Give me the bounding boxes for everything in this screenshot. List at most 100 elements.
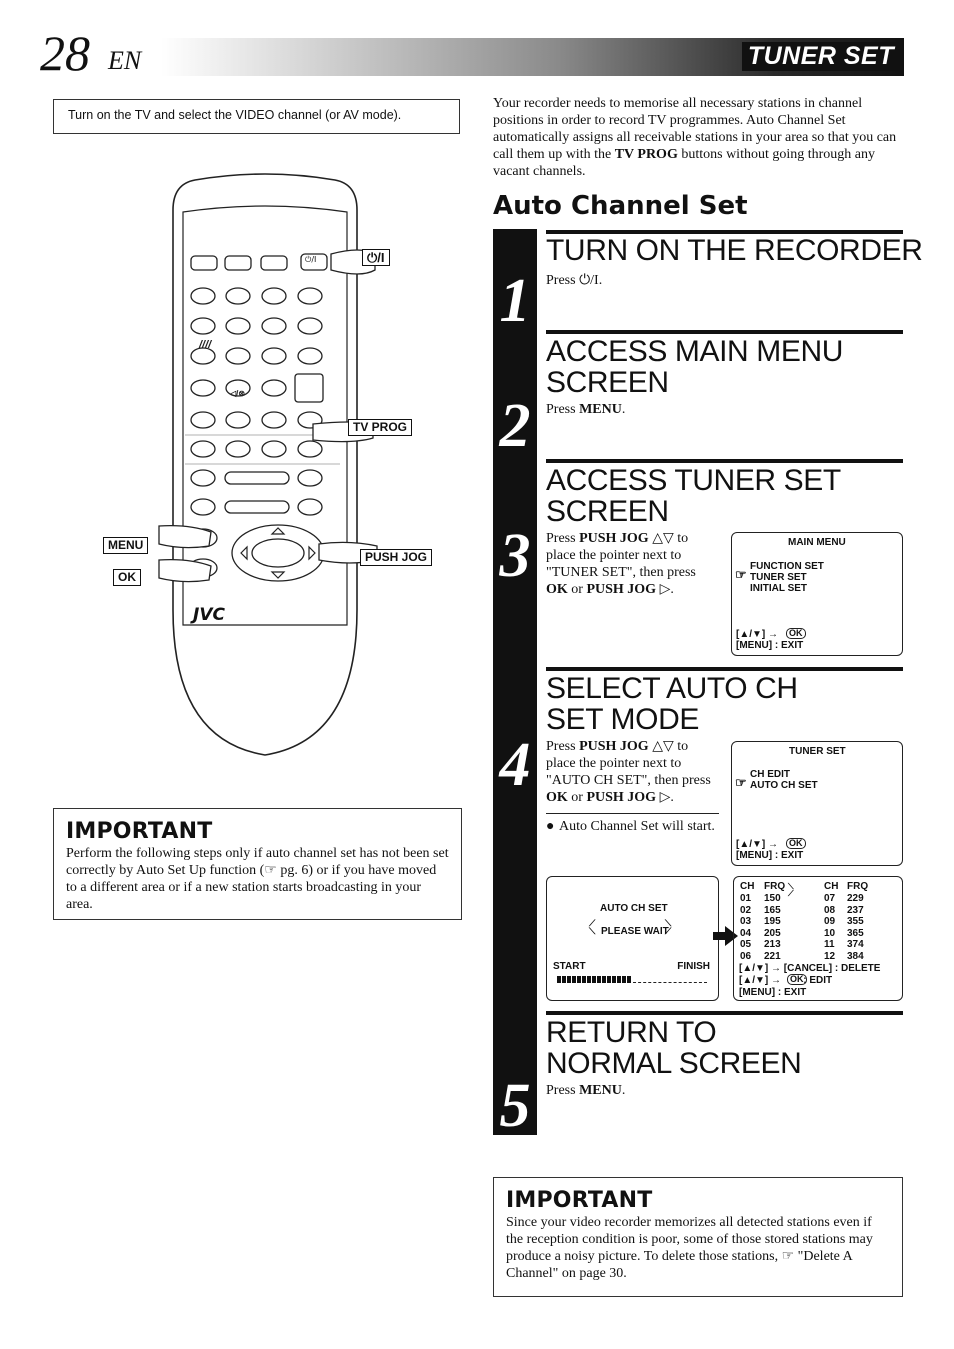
- main-menu-screen: MAIN MENU FUNCTION SET TUNER SET INITIAL…: [731, 532, 903, 656]
- ch-header-left: CH: [740, 881, 755, 892]
- tv-instruction-box: Turn on the TV and select the VIDEO chan…: [53, 99, 460, 134]
- important-title: IMPORTANT: [506, 1188, 653, 1213]
- channel-list-screen: CH FRQ CH FRQ ⟍⟋ 01 150 02 165 03 195 04…: [733, 876, 903, 1001]
- step-5-title: RETURN TO NORMAL SCREEN: [546, 1016, 802, 1080]
- progress-track: [557, 976, 707, 983]
- channel-list-line3: [MENU] : EXIT: [739, 987, 807, 998]
- step-3-title: ACCESS TUNER SET SCREEN: [546, 464, 841, 528]
- ch-row: 06: [740, 950, 752, 962]
- step-1-text: Press ⏻/I.: [546, 273, 603, 288]
- frq-row: 213: [764, 939, 781, 950]
- page-language: EN: [108, 46, 142, 75]
- tuner-set-screen: TUNER SET CH EDIT AUTO CH SET ☞ [▲/▼] → …: [731, 741, 903, 866]
- frq-row: 150: [764, 893, 781, 904]
- frq-row: 195: [764, 916, 781, 927]
- tuner-set-nav-line2: [MENU] : EXIT: [736, 850, 804, 861]
- menu-callout: MENU: [103, 537, 149, 554]
- important-title: IMPORTANT: [66, 819, 213, 844]
- menu-item-function-set: FUNCTION SET: [750, 561, 824, 572]
- step-5-text: Press MENU.: [546, 1083, 626, 1098]
- step-number-strip: 1 2 3 4 5: [493, 229, 537, 1137]
- main-menu-title: MAIN MENU: [788, 537, 846, 548]
- step-1-rule: [546, 230, 903, 234]
- step-2-number: 2: [499, 392, 531, 460]
- frq-header-left: FRQ: [764, 881, 786, 892]
- auto-ch-set-screen: AUTO CH SET PLEASE WAIT ⟋⟍ ⟍⟋ START FINI…: [546, 876, 719, 1001]
- intro-paragraph: Your recorder needs to memorise all nece…: [493, 95, 905, 180]
- ch-row: 04: [740, 927, 752, 939]
- remote-power-label: ⏻/I: [305, 255, 316, 264]
- finish-label: FINISH: [677, 961, 710, 972]
- frq-header-right: FRQ: [847, 881, 869, 892]
- ch-header-right: CH: [824, 881, 839, 892]
- auto-channel-set-heading: Auto Channel Set: [493, 191, 748, 221]
- ok-icon: OK: [787, 974, 807, 985]
- frq-row: 221: [764, 950, 781, 962]
- ch-row: 03: [740, 916, 752, 927]
- tuner-set-title: TUNER SET: [789, 746, 846, 757]
- blink-icon: ⟍⟋: [788, 882, 794, 898]
- frq-row: 374: [847, 939, 864, 950]
- intro-bold: TV PROG: [614, 147, 678, 162]
- ch-row: 07: [824, 893, 836, 904]
- frq-row: 355: [847, 916, 864, 927]
- frq-row: 237: [847, 904, 864, 916]
- section-title: TUNER SET: [741, 42, 900, 71]
- channel-list-line2: [▲/▼] → : EDIT: [739, 975, 833, 986]
- arrow-right-icon: [713, 926, 738, 946]
- auto-ch-set-title: AUTO CH SET: [600, 903, 668, 914]
- main-menu-nav-line2: [MENU] : EXIT: [736, 640, 804, 651]
- push-jog-callout: PUSH JOG: [360, 549, 433, 566]
- important-text: Since your video recorder memorizes all …: [506, 1215, 873, 1281]
- intro-text-end: buttons without going through any vacant…: [493, 147, 876, 179]
- frq-row: 384: [847, 950, 864, 962]
- step-4-text: Press PUSH JOG △▽ to place the pointer n…: [546, 739, 711, 805]
- intro-text: Your recorder needs to memorise all nece…: [493, 96, 897, 162]
- ch-row: 11: [824, 939, 835, 950]
- step-1-title: TURN ON THE RECORDER: [546, 234, 923, 267]
- step-2-text: Press MENU.: [546, 402, 626, 417]
- main-menu-nav-line1: [▲/▼] →: [736, 629, 779, 640]
- step-2-rule: [546, 330, 903, 334]
- channel-list-line1: [▲/▼] → [CANCEL] : DELETE: [739, 963, 881, 974]
- ch-row: 05: [740, 939, 752, 950]
- please-wait-label: PLEASE WAIT: [601, 926, 669, 937]
- frq-row: 205: [764, 927, 781, 939]
- ch-row: 01: [740, 893, 752, 904]
- menu-item-initial-set: INITIAL SET: [750, 583, 808, 594]
- step-4-rule: [546, 667, 903, 671]
- frq-row: 229: [847, 893, 864, 904]
- tuner-set-nav-line1: [▲/▼] →: [736, 839, 779, 850]
- progress-fill: [557, 976, 632, 983]
- step-4-number: 4: [499, 731, 531, 799]
- important-box-right: IMPORTANT Since your video recorder memo…: [493, 1177, 903, 1297]
- frq-row: 365: [847, 927, 864, 939]
- svg-text:◁/⊗: ◁/⊗: [229, 389, 245, 398]
- menu-item-ch-edit: CH EDIT: [750, 769, 790, 780]
- remote-brand: JVC: [190, 605, 225, 625]
- step-3-rule: [546, 459, 903, 463]
- important-box-left: IMPORTANT Perform the following steps on…: [53, 808, 462, 920]
- blink-left-icon: ⟋⟍: [589, 918, 596, 936]
- page-number: 28: [40, 25, 90, 81]
- step-4-title: SELECT AUTO CH SET MODE: [546, 672, 798, 736]
- step-3-text: Press PUSH JOG △▽ to place the pointer n…: [546, 531, 696, 597]
- ch-row: 09: [824, 916, 836, 927]
- pointer-icon: ☞: [735, 775, 747, 790]
- step-5-rule: [546, 1011, 903, 1015]
- step-1-number: 1: [499, 267, 531, 335]
- frq-row: 165: [764, 904, 781, 916]
- remote-control-illustration: ◁/⊗ //// JVC ⏻/I: [158, 173, 378, 756]
- start-label: START: [553, 961, 586, 972]
- step-4-bullet: ●Auto Channel Set will start.: [546, 819, 715, 834]
- ok-callout: OK: [113, 569, 141, 586]
- tv-prog-callout: TV PROG: [348, 419, 413, 436]
- step-4-divider: [546, 813, 719, 814]
- svg-text:////: ////: [198, 339, 213, 351]
- ch-row: 08: [824, 904, 836, 916]
- ch-row: 12: [824, 950, 836, 962]
- step-2-title: ACCESS MAIN MENU SCREEN: [546, 335, 843, 399]
- blink-right-icon: ⟍⟋: [665, 918, 672, 936]
- ch-row: 10: [824, 927, 836, 939]
- pointer-icon: ☞: [735, 567, 747, 582]
